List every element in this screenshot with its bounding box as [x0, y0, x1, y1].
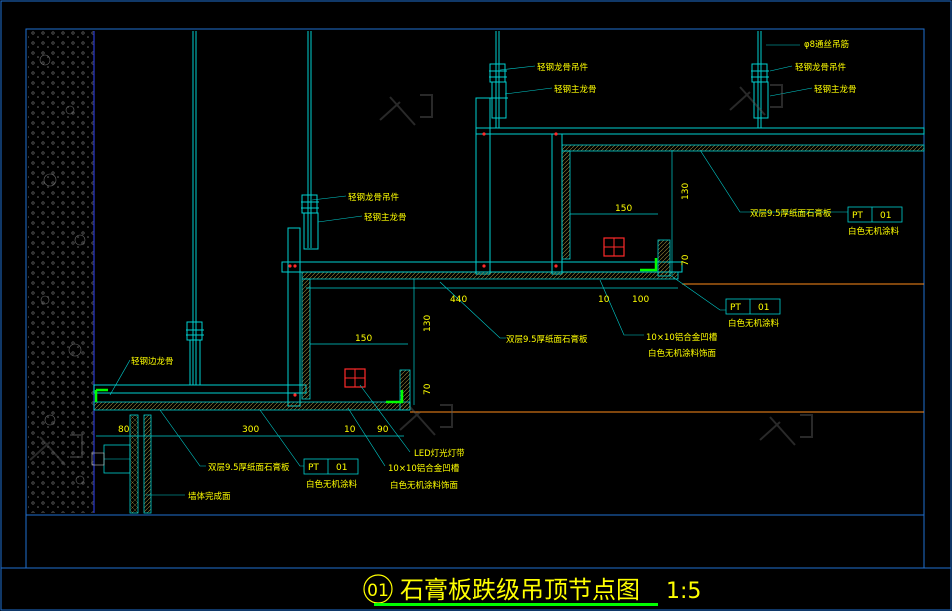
label-main-keel-top: 轻钢主龙骨	[364, 212, 407, 223]
label-groove-bottom-1: 10×10铝合金凹槽	[388, 463, 460, 474]
keel-frames	[93, 97, 925, 407]
dim-80: 80	[118, 425, 130, 435]
dimension-lines	[96, 150, 678, 437]
label-hanger-mid: 轻钢龙骨吊件	[537, 62, 589, 73]
dim-130-lower: 130	[423, 315, 433, 332]
label-paint-mid: 白色无机涂料	[728, 318, 780, 329]
dim-150-upper: 150	[615, 204, 632, 214]
dim-70-upper: 70	[681, 254, 691, 266]
title-underline	[374, 603, 658, 606]
green-profiles	[94, 258, 658, 404]
label-led: LED灯光灯带	[414, 448, 465, 459]
dim-100: 100	[632, 295, 649, 305]
label-paint-bottom: 白色无机涂料	[306, 479, 358, 490]
pt-code: PT	[852, 211, 863, 221]
label-board-bottom: 双层9.5厚纸面石膏板	[208, 462, 290, 473]
label-main-keel-right: 轻钢主龙骨	[814, 84, 857, 95]
watermark	[29, 84, 813, 466]
pt-number: 01	[336, 463, 347, 473]
pt-code: PT	[730, 303, 741, 313]
label-paint-right: 白色无机涂料	[848, 226, 900, 237]
title-text: 石膏板跌级吊顶节点图	[400, 576, 640, 604]
label-board-right: 双层9.5厚纸面石膏板	[750, 208, 832, 219]
dim-300: 300	[242, 425, 259, 435]
hanger-rods	[192, 31, 762, 385]
anchor-dots	[288, 132, 558, 397]
dim-70-lower: 70	[423, 383, 433, 395]
inner-frame	[25, 28, 925, 516]
gypsum-boards	[93, 144, 925, 411]
led-light-lower	[344, 368, 366, 388]
drawing-title: 01 石膏板跌级吊顶节点图 1:5	[363, 574, 701, 606]
dim-90: 90	[377, 425, 389, 435]
label-groove-mid-2: 白色无机涂料饰面	[648, 348, 717, 359]
title-scale: 1:5	[666, 579, 701, 604]
label-board-mid: 双层9.5厚纸面石膏板	[506, 334, 588, 345]
pt-tag-mid: PT 01	[725, 298, 781, 315]
dim-10-upper: 10	[598, 295, 610, 305]
dim-440: 440	[450, 295, 467, 305]
leader-lines	[109, 44, 848, 496]
label-edge-keel: 轻钢边龙骨	[131, 356, 174, 367]
dim-150-lower: 150	[355, 334, 372, 344]
pt-tag-right: PT 01	[847, 206, 903, 223]
pt-number: 01	[758, 303, 769, 313]
pt-number: 01	[880, 211, 891, 221]
label-groove-bottom-2: 白色无机涂料饰面	[390, 480, 459, 491]
label-wall: 墙体完成面	[188, 491, 231, 502]
pt-code: PT	[308, 463, 319, 473]
dim-10-lower: 10	[344, 425, 356, 435]
label-hanger-top: 轻钢龙骨吊件	[348, 192, 400, 203]
title-number: 01	[367, 581, 389, 601]
label-main-keel-mid: 轻钢主龙骨	[554, 84, 597, 95]
pt-tag-bottom: PT 01	[303, 458, 359, 475]
dim-130-upper: 130	[681, 183, 691, 200]
led-light-upper	[603, 237, 625, 257]
label-rod: φ8通丝吊筋	[804, 39, 849, 50]
wall-finish	[91, 414, 152, 514]
label-groove-mid-1: 10×10铝合金凹槽	[646, 332, 718, 343]
concrete-wall	[28, 31, 95, 513]
label-hanger-right: 轻钢龙骨吊件	[795, 62, 847, 73]
